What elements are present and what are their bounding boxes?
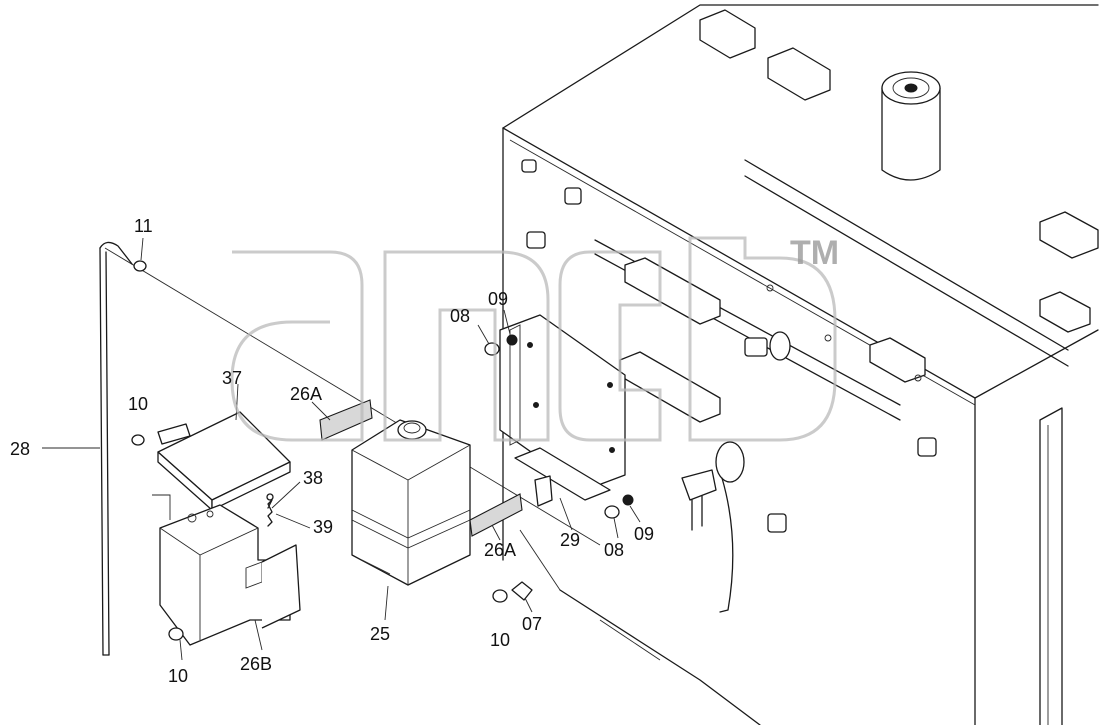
part-07-nut [511, 581, 533, 601]
callout-39: 39 [313, 517, 333, 537]
part-09-washer-lower [622, 494, 634, 506]
part-28-rod [42, 241, 133, 656]
part-26A-strip-upper [319, 399, 373, 441]
callout-11: 11 [134, 216, 153, 236]
part-11-bolt [133, 237, 147, 272]
part-10-bolt-upper [131, 434, 145, 446]
callout-29: 29 [560, 530, 580, 550]
watermark-logo: TM [230, 234, 839, 442]
callout-25: 25 [370, 624, 390, 644]
part-10-bolt-lower [168, 627, 184, 641]
callout-08: 08 [604, 540, 624, 560]
callout-10: 10 [490, 630, 510, 650]
filler-cylinder [881, 71, 941, 181]
callout-26A: 26A [484, 540, 516, 560]
watermark-trademark: TM [790, 234, 839, 272]
part-08-bolt-upper [484, 342, 500, 356]
callout-26B: 26B [240, 654, 272, 674]
callout-07: 07 [522, 614, 542, 634]
callout-38: 38 [303, 468, 323, 488]
callout-37: 37 [222, 368, 242, 388]
callout-10: 10 [128, 394, 148, 414]
callout-09: 09 [634, 524, 654, 544]
callout-08: 08 [450, 306, 470, 326]
machine-housing [104, 4, 1099, 725]
part-10-bolt-right [492, 589, 508, 603]
callout-26A: 26A [290, 384, 322, 404]
part-25-tank [351, 419, 471, 621]
callout-28: 28 [10, 439, 30, 459]
part-37-lid [157, 383, 291, 511]
part-26B-box [152, 494, 301, 646]
part-38-39-spring [266, 481, 311, 529]
part-29-bracket [499, 314, 626, 531]
part-26A-strip-lower [469, 493, 523, 537]
part-08-bolt-lower [604, 505, 620, 519]
callout-10: 10 [168, 666, 188, 686]
callout-09: 09 [488, 289, 508, 309]
part-09-washer-upper [506, 334, 518, 346]
